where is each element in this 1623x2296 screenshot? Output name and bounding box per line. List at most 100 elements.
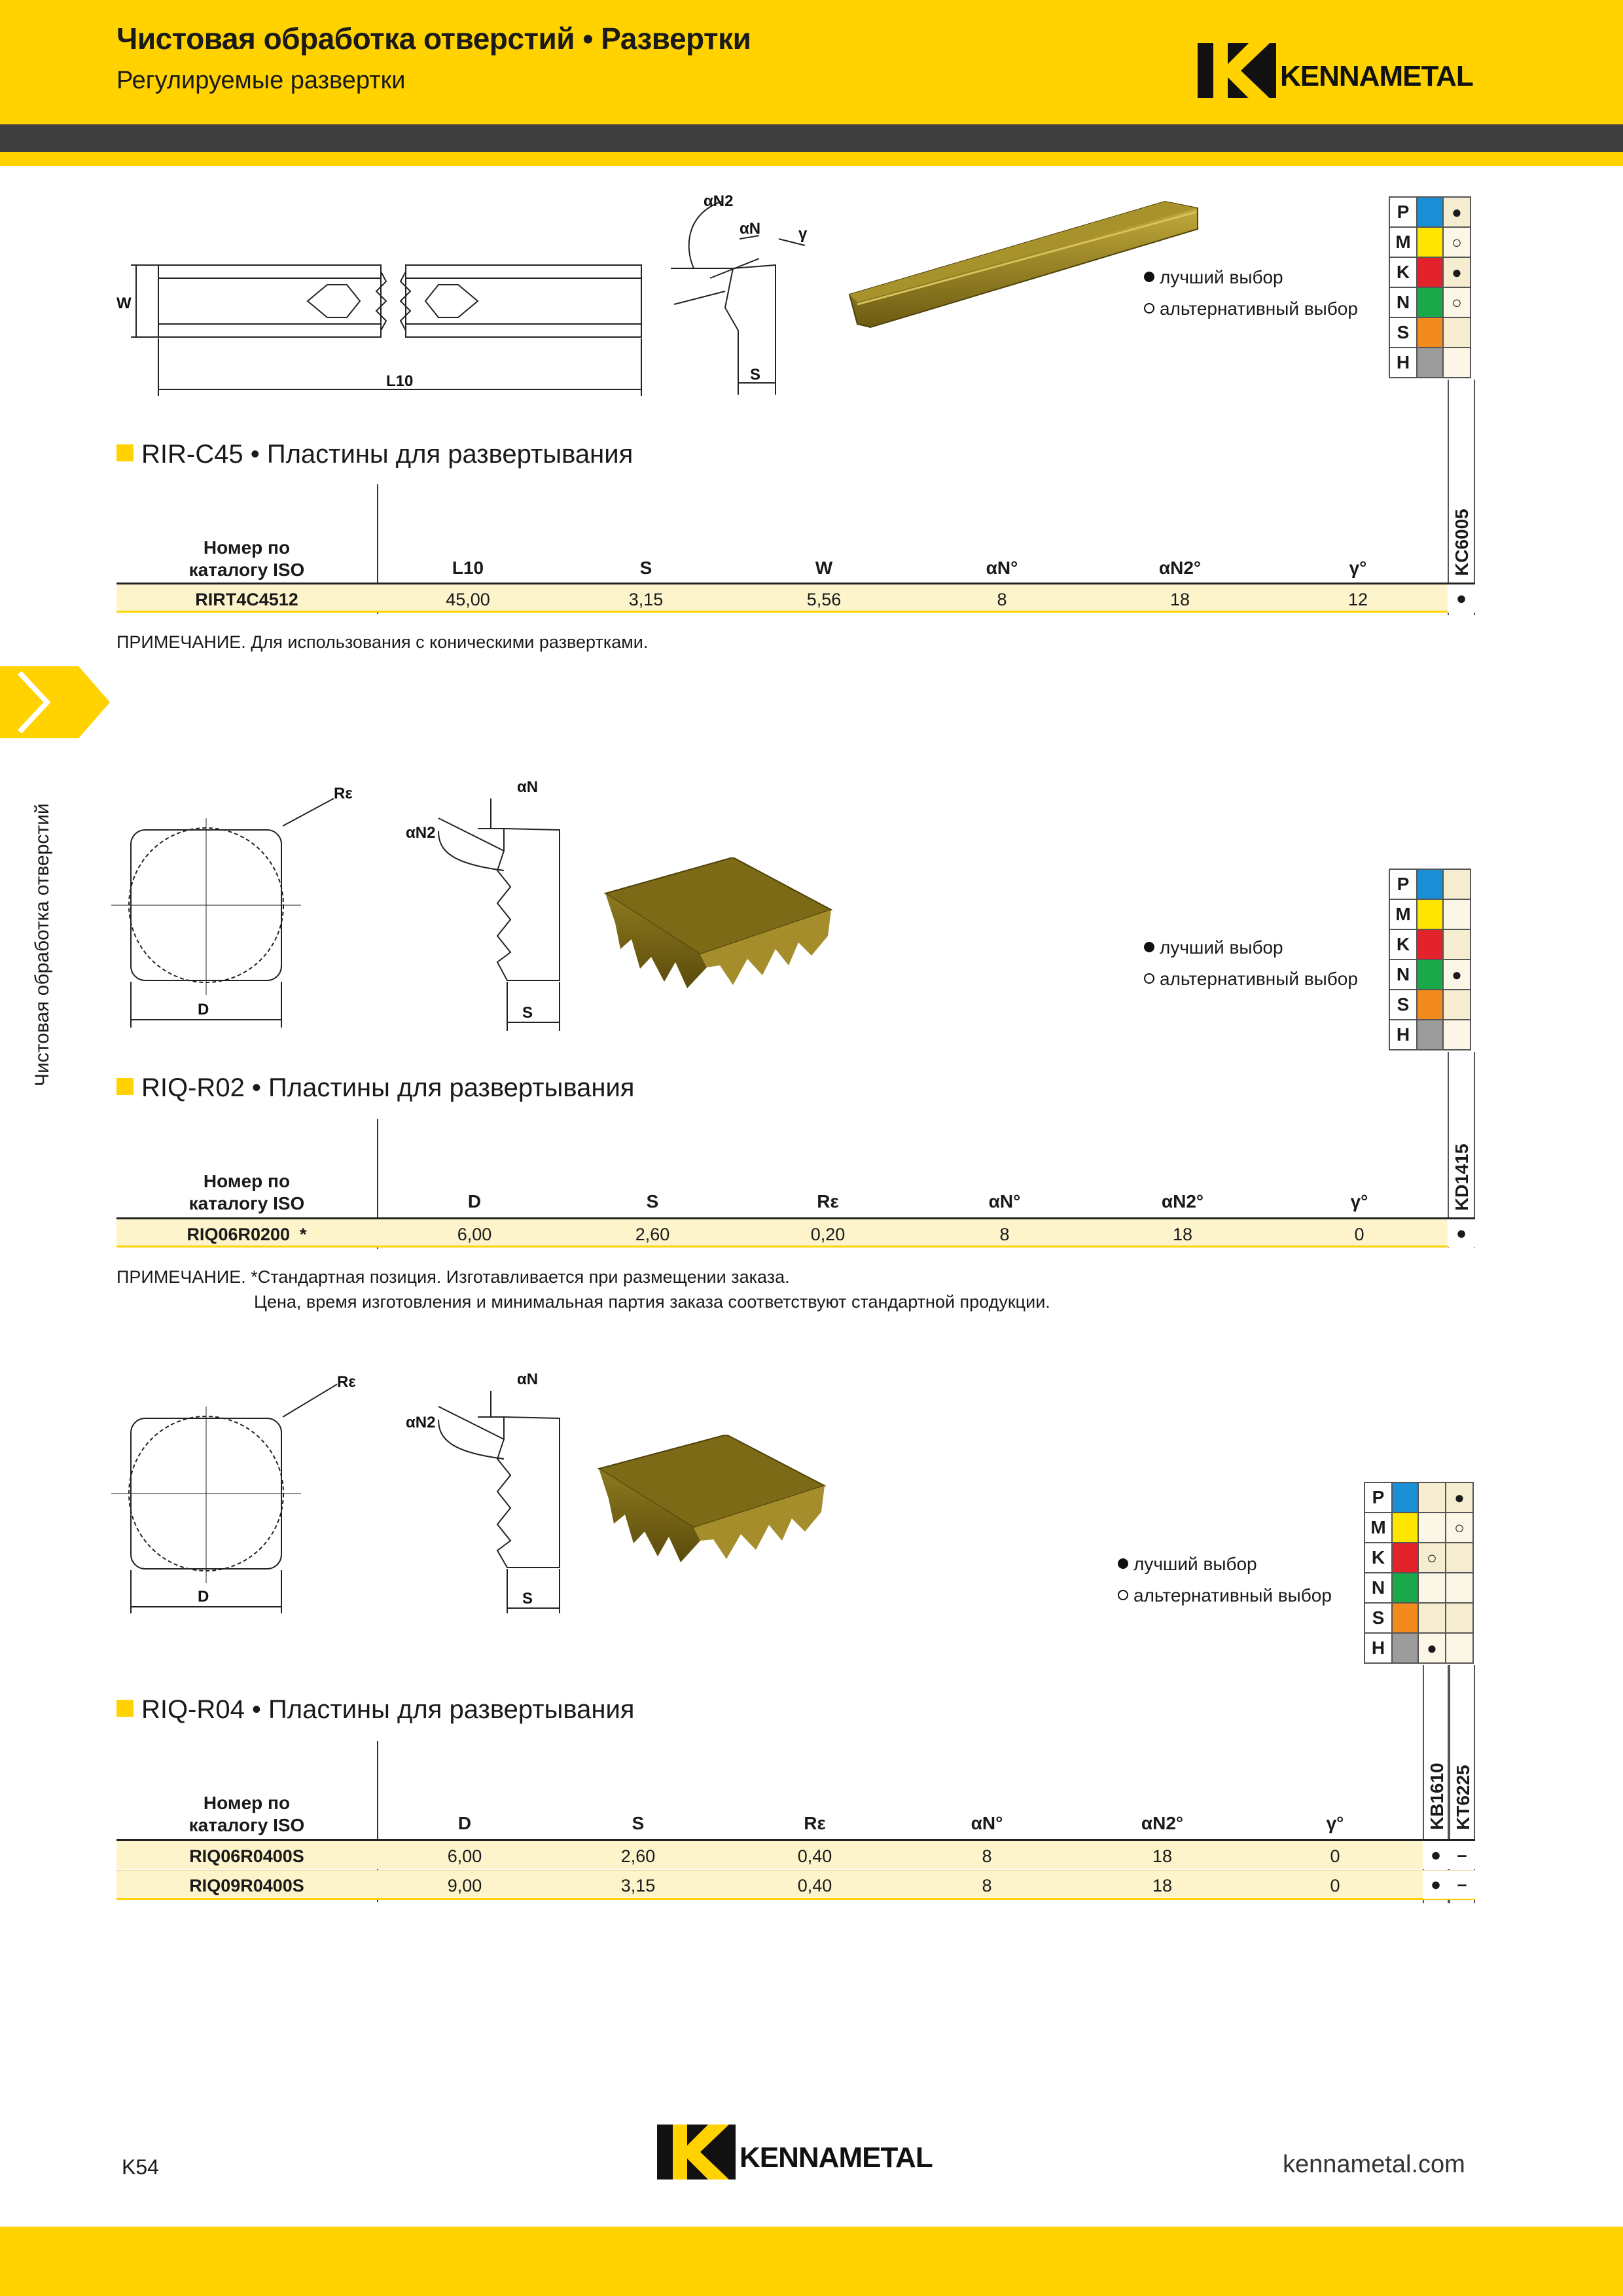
legend-alt-label: альтернативный выбор <box>1160 298 1358 319</box>
k-logo-icon <box>657 2125 736 2179</box>
material-color-swatch <box>1416 226 1444 258</box>
table-row: RIQ06R0200 * 6,00 2,60 0,20 8 18 0 ● <box>116 1217 1475 1247</box>
col-iso: Номер по каталогу ISO <box>188 1793 305 1835</box>
material-row-M: M○ <box>1389 226 1471 258</box>
grade-label-kd1415: KD1415 <box>1452 1143 1472 1211</box>
material-letter: H <box>1389 1019 1418 1050</box>
header-divider <box>377 1741 378 1902</box>
section-title: RIQ-R04 • Пластины для развертывания <box>116 1695 634 1725</box>
legend-alt-label: альтернативный выбор <box>1133 1585 1332 1605</box>
alternative-choice-icon <box>1118 1590 1128 1600</box>
material-row-H: H● <box>1364 1632 1474 1664</box>
grade-applicability-kd1415 <box>1442 899 1471 930</box>
website-link[interactable]: kennametal.com <box>1283 2151 1465 2178</box>
grade-applicability-kc6005: ● <box>1442 257 1471 288</box>
side-tab-label: Чистовая обработка отверстий <box>31 803 53 1086</box>
table-row: RIQ06R0400S 6,00 2,60 0,40 8 18 0 ● – <box>116 1839 1475 1869</box>
col-d: D <box>467 1191 482 1211</box>
dim-l10-label: L10 <box>386 372 413 390</box>
brand-logo: KENNAMETAL <box>1198 43 1474 98</box>
cell-angle-n2: 18 <box>1169 590 1190 609</box>
col-re: Rε <box>817 1191 839 1211</box>
grade-column-kd1415 <box>1448 1052 1475 1248</box>
material-letter: P <box>1389 869 1418 900</box>
page-title: Чистовая обработка отверстий • Развертки <box>116 22 751 56</box>
cell-gamma: 0 <box>1354 1225 1364 1244</box>
col-angle-n: αN° <box>986 558 1018 578</box>
cell-s: 2,60 <box>635 1225 670 1244</box>
col-gamma: γ° <box>1326 1813 1344 1833</box>
grade-applicability-kb1610: ○ <box>1418 1542 1446 1573</box>
grade-applicability-kd1415 <box>1442 1019 1471 1050</box>
cell-l10: 45,00 <box>446 590 490 609</box>
col-iso: Номер по каталогу ISO <box>188 1171 305 1213</box>
dim-d-label: D <box>198 1588 209 1605</box>
grade-applicability-kc6005 <box>1442 347 1471 378</box>
material-color-swatch <box>1416 347 1444 378</box>
grade-column-kb1610 <box>1423 1665 1449 1903</box>
grade-applicability-kc6005: ○ <box>1442 226 1471 258</box>
section-title-text: RIQ-R04 • Пластины для развертывания <box>141 1695 635 1724</box>
material-row-M: M○ <box>1364 1512 1474 1543</box>
cell-angle-n: 8 <box>997 590 1007 609</box>
iso-code: RIRT4C4512 <box>195 590 298 609</box>
grade-applicability-kc6005 <box>1442 317 1471 348</box>
col-d: D <box>457 1813 472 1833</box>
iso-code: RIQ06R0400S <box>189 1846 304 1866</box>
grade-applicability-kb1610 <box>1418 1512 1446 1543</box>
col-s: S <box>639 558 652 578</box>
grade-applicability-kb1610 <box>1418 1602 1446 1634</box>
header-divider <box>377 484 378 614</box>
cell-gamma: 12 <box>1347 590 1368 609</box>
grade-label-kt6225: KT6225 <box>1453 1765 1473 1830</box>
material-color-swatch <box>1391 1632 1419 1664</box>
riq-r02-drawing: Rε αN αN2 D S <box>111 778 560 1031</box>
col-l10: L10 <box>452 558 484 578</box>
material-row-H: H <box>1389 1019 1471 1050</box>
col-re: Rε <box>804 1813 826 1833</box>
col-w: W <box>815 558 833 578</box>
material-letter: S <box>1389 317 1418 348</box>
grade-applicability-kb1610: ● <box>1418 1632 1446 1664</box>
col-angle-n: αN° <box>988 1191 1021 1211</box>
cell-angle-n: 8 <box>999 1225 1010 1244</box>
material-color-swatch <box>1391 1482 1419 1513</box>
footer-band <box>0 2227 1623 2296</box>
material-row-S: S <box>1389 989 1471 1020</box>
col-gamma: γ° <box>1350 1191 1368 1211</box>
cell-angle-n2: 18 <box>1172 1225 1193 1244</box>
material-color-swatch <box>1391 1542 1419 1573</box>
col-s: S <box>646 1191 659 1211</box>
grade-column-kt6225 <box>1449 1665 1475 1903</box>
page-number: K54 <box>122 2155 159 2179</box>
material-color-swatch <box>1416 989 1444 1020</box>
material-letter: K <box>1364 1542 1393 1573</box>
legend-alt-label: альтернативный выбор <box>1160 969 1358 989</box>
grade-applicability-kd1415 <box>1442 929 1471 960</box>
material-color-swatch <box>1416 869 1444 900</box>
header-band-dark <box>0 124 1623 152</box>
section-title-text: RIQ-R02 • Пластины для развертывания <box>141 1073 635 1102</box>
material-row-K: K <box>1389 929 1471 960</box>
table-row: RIRT4C4512 45,00 3,15 5,56 8 18 12 ● <box>116 583 1475 613</box>
grade-label-kb1610: KB1610 <box>1427 1763 1447 1830</box>
grade-applicability-kd1415 <box>1442 989 1471 1020</box>
k-logo-icon <box>1198 43 1276 98</box>
grade-label-kc6005: KC6005 <box>1452 509 1472 576</box>
cell-gamma: 0 <box>1330 1846 1340 1866</box>
material-row-P: P <box>1389 869 1471 900</box>
dim-s-label: S <box>522 1590 533 1607</box>
material-color-swatch <box>1416 1019 1444 1050</box>
legend-section-3: лучший выбор альтернативный выбор <box>1118 1549 1332 1611</box>
cell-re: 0,40 <box>797 1876 832 1895</box>
cell-grade-kc6005: ● <box>1448 584 1475 613</box>
material-letter: M <box>1389 226 1418 258</box>
grade-applicability-kt6225 <box>1445 1602 1474 1634</box>
legend-section-1: лучший выбор альтернативный выбор <box>1144 262 1358 325</box>
side-tab-arrow-icon <box>0 666 110 738</box>
cell-angle-n: 8 <box>982 1846 992 1866</box>
grade-applicability-kt6225 <box>1445 1542 1474 1573</box>
alternative-choice-icon <box>1144 973 1154 984</box>
